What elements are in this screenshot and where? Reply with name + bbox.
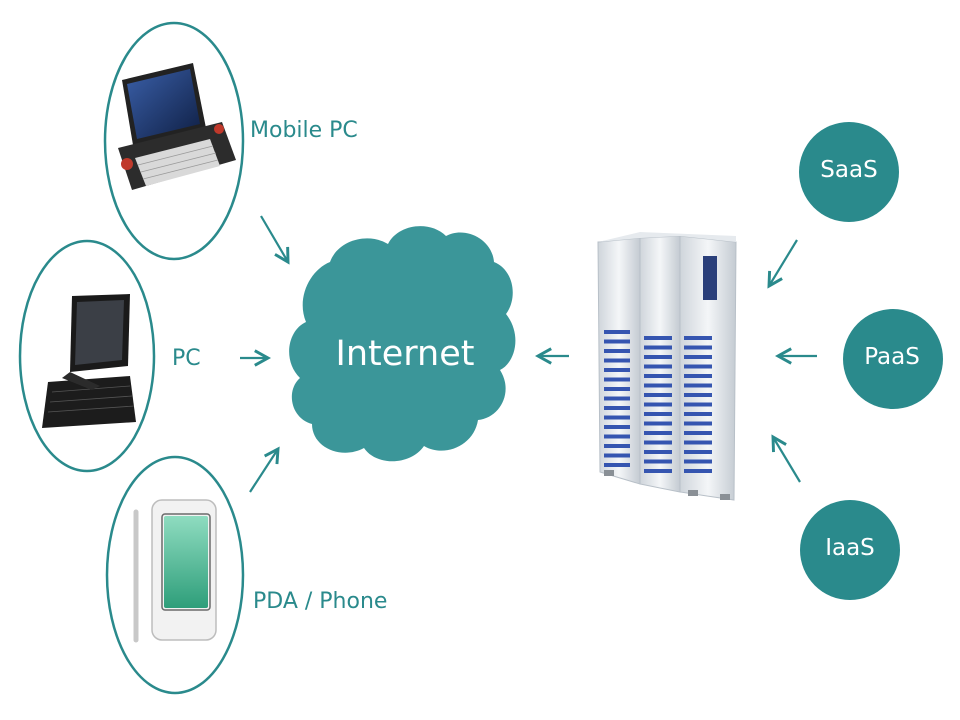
server-drive-slot xyxy=(604,406,630,410)
server-drive-slot xyxy=(604,358,630,363)
server-drive-slot xyxy=(684,393,712,397)
server-drive-slot xyxy=(644,336,672,340)
server-drive-slot xyxy=(644,469,672,473)
server-drive-slot xyxy=(684,402,712,407)
server-drive-slot xyxy=(684,421,712,426)
server-drive-slot xyxy=(604,396,630,401)
server-drive-slot xyxy=(604,415,630,420)
saas-circle xyxy=(799,122,899,222)
server-drive-slot xyxy=(684,383,712,388)
pda-phone-node xyxy=(105,455,245,695)
server-drive-slot xyxy=(684,345,712,350)
paas-circle xyxy=(843,309,943,409)
arrow-saas-to-server xyxy=(769,239,798,286)
server-drive-slot xyxy=(684,355,712,359)
pc-label: PC xyxy=(172,346,201,371)
server-drive-slot xyxy=(604,453,630,458)
server-drive-slot xyxy=(604,349,630,353)
server-drive-slot xyxy=(604,387,630,391)
iaas-circle xyxy=(800,500,900,600)
server-drive-slot xyxy=(684,459,712,464)
pda-phone-label: PDA / Phone xyxy=(253,589,388,614)
server-drive-slot xyxy=(644,374,672,378)
arrow-mobile-pc-to-internet xyxy=(260,215,288,262)
server-drive-slot xyxy=(644,459,672,464)
server-drive-slot xyxy=(644,383,672,388)
server-drive-slot xyxy=(604,425,630,429)
mobile-pc-node xyxy=(103,21,245,261)
server-drive-slot xyxy=(604,434,630,439)
server-drive-slot xyxy=(644,450,672,454)
server-drive-slot xyxy=(604,377,630,382)
iaas-label: IaaS xyxy=(825,535,875,561)
pda-icon xyxy=(133,499,217,643)
server-drive-slot xyxy=(684,450,712,454)
server-drive-slot xyxy=(684,336,712,340)
server-drive-slot xyxy=(644,421,672,426)
internet-cloud xyxy=(289,226,516,462)
server-drive-slot xyxy=(644,393,672,397)
internet-label: Internet xyxy=(335,334,475,374)
laptop-icon xyxy=(42,294,136,428)
server-drive-slot xyxy=(644,364,672,369)
server-drive-slot xyxy=(644,402,672,407)
pc-node xyxy=(18,239,156,473)
server-drive-slot xyxy=(604,330,630,334)
server-drive-slot xyxy=(644,412,672,416)
server-drive-slot xyxy=(644,440,672,445)
saas-label: SaaS xyxy=(820,157,878,183)
server-drive-slot xyxy=(684,364,712,369)
server-drive-slot xyxy=(644,431,672,435)
server-drive-slot xyxy=(684,440,712,445)
server-drive-slot xyxy=(604,368,630,372)
server-drive-slot xyxy=(604,339,630,344)
server-rack-icon xyxy=(597,232,737,501)
server-drive-slot xyxy=(684,431,712,435)
arrow-iaas-to-server xyxy=(773,437,801,483)
mobile-pc-label: Mobile PC xyxy=(250,118,358,143)
mobile-pc-icon xyxy=(118,63,236,190)
server-drive-slot xyxy=(684,412,712,416)
server-drive-slot xyxy=(684,374,712,378)
server-drive-slot xyxy=(604,463,630,467)
server-drive-slot xyxy=(684,469,712,473)
server-drive-slot xyxy=(644,345,672,350)
server-drive-slot xyxy=(644,355,672,359)
server-drive-slot xyxy=(604,444,630,448)
paas-label: PaaS xyxy=(864,344,920,370)
arrow-pda-to-internet xyxy=(249,449,278,493)
